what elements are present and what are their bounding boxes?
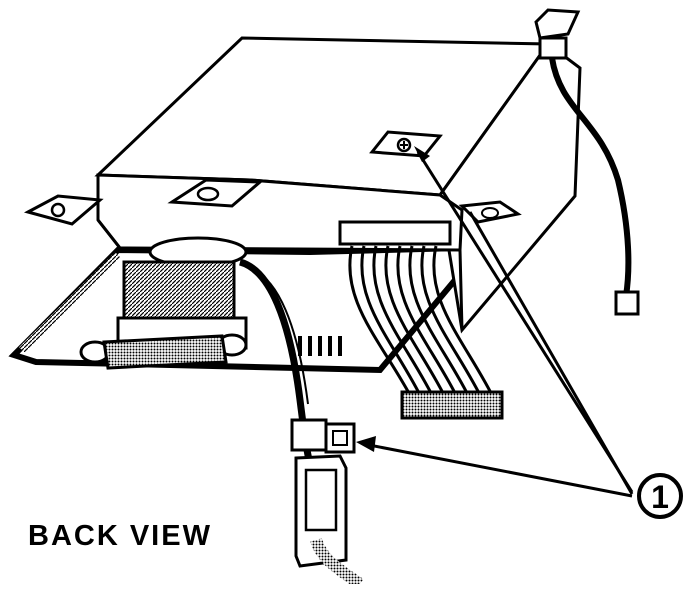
drive-mechanism xyxy=(79,236,248,370)
mounting-tab-left xyxy=(23,194,104,226)
mounting-tab-center xyxy=(167,178,264,208)
callout-leaders xyxy=(356,146,634,498)
callout-number-text: 1 xyxy=(651,479,669,515)
drive-connector-top xyxy=(534,8,640,316)
screw-plate-top xyxy=(369,130,443,158)
power-cable xyxy=(238,258,364,589)
ribbon-cable xyxy=(338,220,504,420)
view-caption: BACK VIEW xyxy=(28,520,212,552)
drive-chassis xyxy=(94,36,582,334)
callout-number-badge: 1 xyxy=(637,473,683,519)
header-pins xyxy=(298,336,342,356)
